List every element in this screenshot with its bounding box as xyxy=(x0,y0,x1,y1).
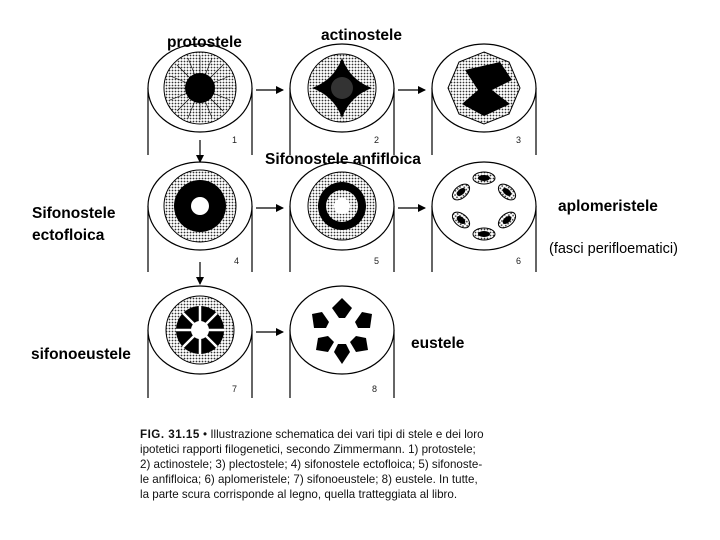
cylinder-2-actinostele xyxy=(289,43,395,155)
figure-number-4: 4 xyxy=(234,256,240,266)
caption-line-3: 2) actinostele; 3) plectostele; 4) sifon… xyxy=(140,458,483,471)
caption-figure-number: FIG. 31.15 xyxy=(140,428,200,441)
cylinder-5-sifonostele-anfifloica xyxy=(289,161,395,272)
figure-number-3: 3 xyxy=(516,135,522,145)
cylinder-8-eustele xyxy=(289,285,395,398)
label-fasci-perifloematici: (fasci perifloematici) xyxy=(549,241,678,257)
label-protostele: protostele xyxy=(167,34,242,51)
figure-number-2: 2 xyxy=(374,135,380,145)
label-aplomeristele: aplomeristele xyxy=(558,198,658,215)
figure-number-5: 5 xyxy=(374,256,380,266)
stele-diagram xyxy=(147,43,537,398)
figure-number-8: 8 xyxy=(372,384,378,394)
caption-line-5: la parte scura corrisponde al legno, que… xyxy=(140,488,458,501)
label-sifonoeustele: sifonoeustele xyxy=(31,346,131,363)
caption-line-2: ipotetici rapporti filogenetici, secondo… xyxy=(140,443,476,456)
label-eustele: eustele xyxy=(411,335,465,352)
cylinder-6-aplomeristele xyxy=(431,161,537,272)
caption-line-1: FIG. 31.15 • Illustrazione schematica de… xyxy=(140,427,560,442)
arrows xyxy=(196,86,426,336)
figure-number-7: 7 xyxy=(232,384,238,394)
label-sifonostele-ectofloica-line1: Sifonostele xyxy=(32,205,116,222)
cylinder-3-plectostele xyxy=(431,43,537,155)
label-actinostele: actinostele xyxy=(321,27,402,44)
figure-caption: FIG. 31.15 • Illustrazione schematica de… xyxy=(140,427,560,502)
figure-number-6: 6 xyxy=(516,256,522,266)
label-sifonostele-ectofloica-line2: ectofloica xyxy=(32,227,105,244)
caption-line-4: le anfifloica; 6) aplomeristele; 7) sifo… xyxy=(140,473,478,486)
caption-text-1: Illustrazione schematica dei vari tipi d… xyxy=(210,428,484,441)
cylinder-4-sifonostele-ectofloica xyxy=(147,161,253,272)
eustele-bundles xyxy=(312,298,372,364)
figure-number-1: 1 xyxy=(232,135,238,145)
label-sifonostele-anfifloica: Sifonostele anfifloica xyxy=(265,151,421,168)
cylinder-1-protostele xyxy=(147,43,253,155)
caption-bullet: • xyxy=(203,428,208,441)
cylinder-7-sifonoeustele xyxy=(147,285,253,398)
aplomeristele-bundles xyxy=(451,171,517,241)
